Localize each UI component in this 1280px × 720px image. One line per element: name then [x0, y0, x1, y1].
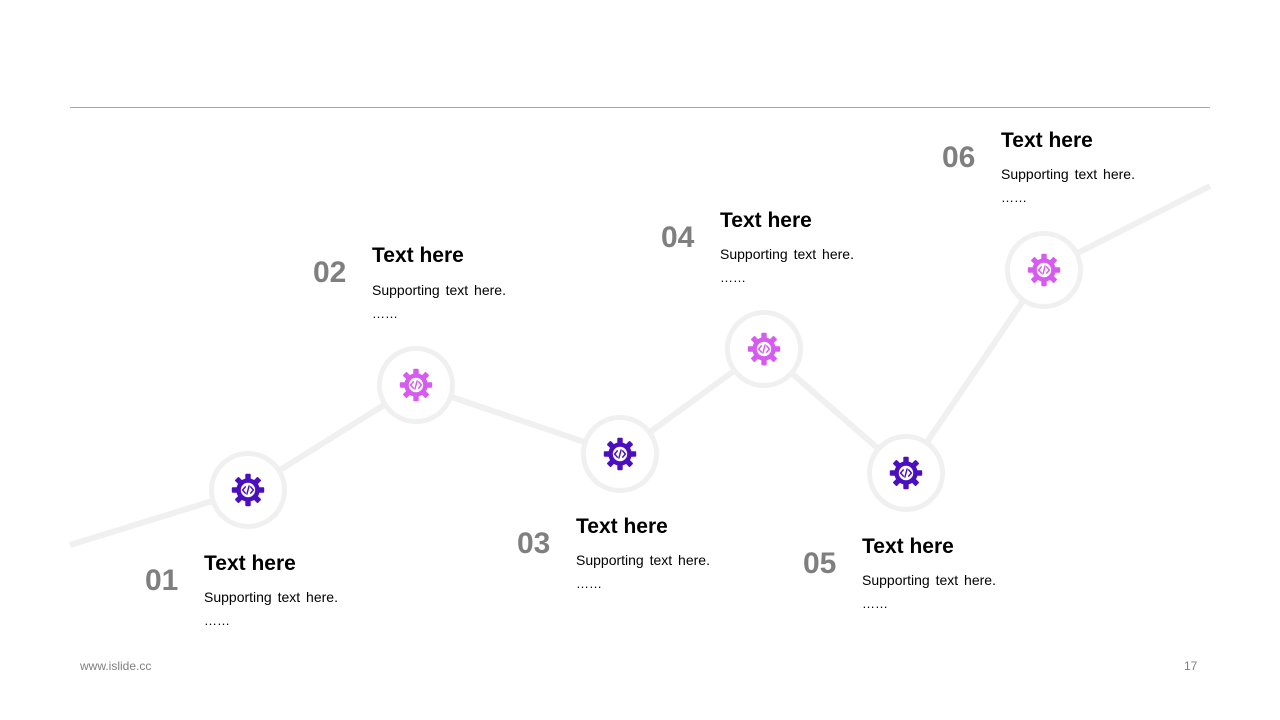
footer-url: www.islide.cc — [80, 659, 152, 673]
gear-code-icon — [603, 437, 637, 471]
page-number: 17 — [1184, 659, 1198, 673]
step-4-node — [725, 310, 803, 388]
step-2-text: Supporting text here. — [372, 282, 506, 298]
step-1-node — [209, 451, 287, 529]
step-6-number: 06 — [942, 141, 976, 174]
top-divider — [70, 107, 1210, 108]
step-5-title: Text here — [862, 535, 954, 558]
step-3-text: Supporting text here. — [576, 552, 710, 568]
step-3-title: Text here — [576, 515, 668, 538]
step-1-number: 01 — [145, 564, 179, 597]
step-3-number: 03 — [517, 527, 551, 560]
gear-code-icon — [231, 473, 265, 507]
step-4-title: Text here — [720, 209, 812, 232]
step-5-text: Supporting text here. — [862, 572, 996, 588]
step-2-node — [377, 346, 455, 424]
step-6-ellipsis: …… — [1001, 190, 1027, 205]
step-5-ellipsis: …… — [862, 596, 888, 611]
step-1-title: Text here — [204, 552, 296, 575]
step-2-number: 02 — [313, 256, 347, 289]
step-4-text: Supporting text here. — [720, 246, 854, 262]
step-5-node — [867, 434, 945, 512]
step-1-ellipsis: …… — [204, 613, 230, 628]
gear-code-icon — [399, 368, 433, 402]
step-6-text: Supporting text here. — [1001, 166, 1135, 182]
step-1-text: Supporting text here. — [204, 589, 338, 605]
step-3-ellipsis: …… — [576, 576, 602, 591]
step-3-node — [581, 415, 659, 493]
step-4-ellipsis: …… — [720, 270, 746, 285]
step-6-title: Text here — [1001, 129, 1093, 152]
step-6-node — [1005, 231, 1083, 309]
gear-code-icon — [747, 332, 781, 366]
step-4-number: 04 — [661, 221, 695, 254]
gear-code-icon — [889, 456, 923, 490]
step-5-number: 05 — [803, 547, 837, 580]
step-2-title: Text here — [372, 244, 464, 267]
step-2-ellipsis: …… — [372, 306, 398, 321]
gear-code-icon — [1027, 253, 1061, 287]
